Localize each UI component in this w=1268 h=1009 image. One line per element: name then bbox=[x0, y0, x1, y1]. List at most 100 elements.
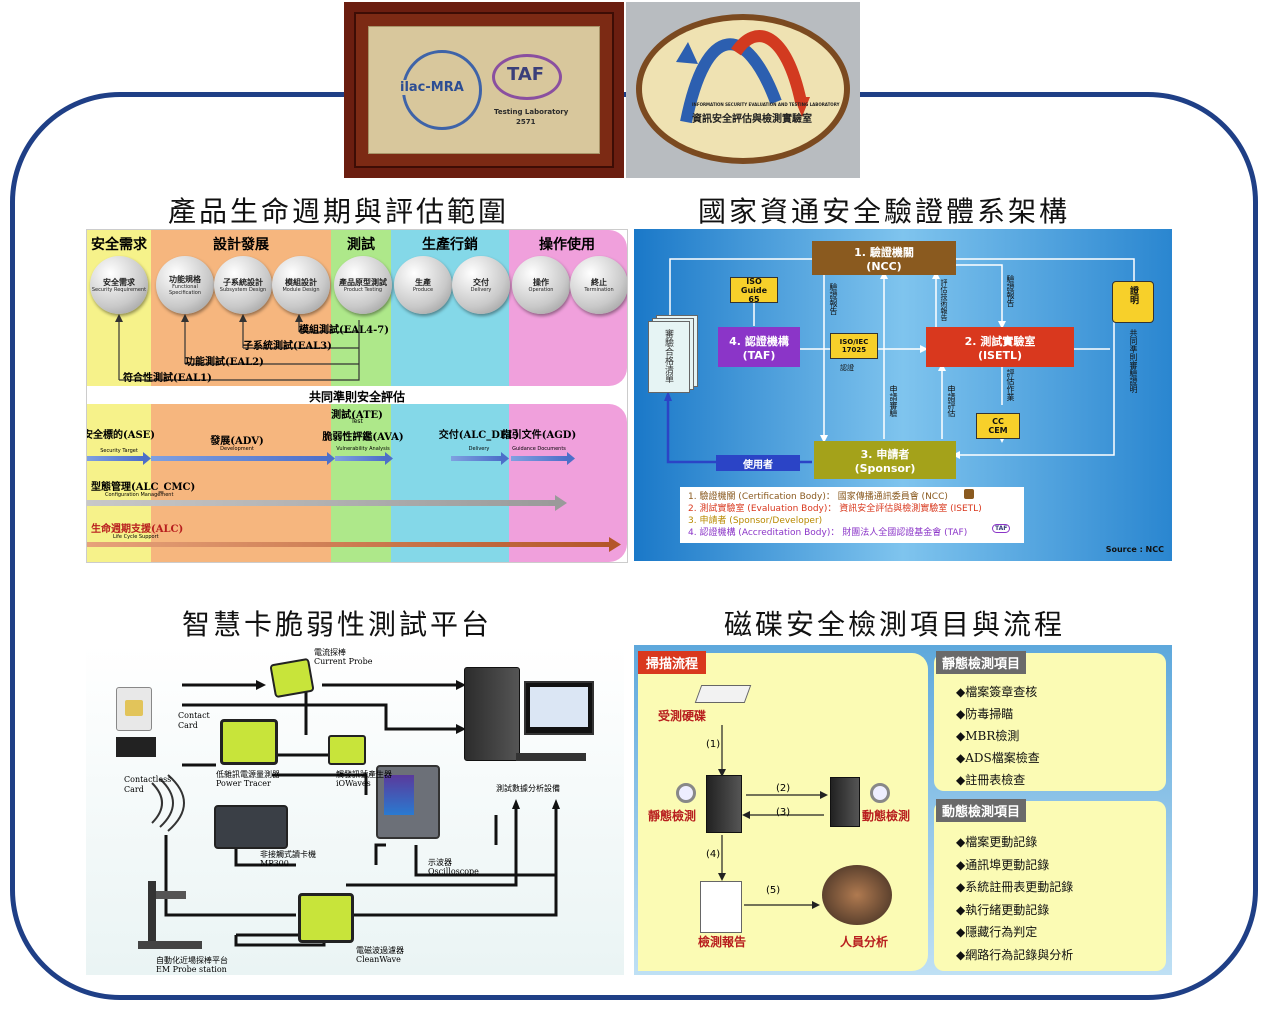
static-item: ◆ADS檔案檢查 bbox=[956, 751, 1040, 765]
contactless-label-1: Contactless bbox=[124, 775, 172, 784]
eal1-label: 符合性測試(EAL1) bbox=[123, 373, 212, 384]
static-item: ◆MBR檢測 bbox=[956, 729, 1020, 743]
ava-en: Vulnerability Analysis bbox=[336, 446, 390, 452]
label-eval-tech-report: 評估技術報告 bbox=[940, 279, 948, 321]
mp300-label-zh: 非接觸式讀卡機 bbox=[260, 850, 316, 859]
power-tracer-label-en: Power Tracer bbox=[216, 779, 271, 788]
desktop-icon bbox=[830, 777, 860, 827]
alc-cmc-label: 型態管理(ALC_CMC) bbox=[91, 482, 196, 493]
iowaves-label-en: iOWaves bbox=[336, 779, 371, 788]
dynamic-check-label: 動態檢測 bbox=[862, 809, 911, 823]
taf-logo bbox=[492, 54, 562, 100]
taf-box-en: (TAF) bbox=[742, 348, 776, 362]
static-item: ◆檔案簽章查核 bbox=[956, 685, 1038, 699]
ncc-architecture-title: 國家資通安全驗證體系架構 bbox=[698, 195, 1071, 228]
scan-flow-area bbox=[638, 653, 928, 971]
sponsor-box: 3. 申請者 (Sponsor) bbox=[814, 441, 956, 479]
cc-cem-text: CC CEM bbox=[988, 417, 1008, 435]
circle-label: 安全需求 bbox=[103, 277, 135, 287]
ase-en: Security Target bbox=[100, 448, 138, 454]
label-apply-review: 申請審驗 bbox=[889, 385, 898, 417]
current-probe-label-zh: 電流探棒 bbox=[314, 648, 346, 657]
contactless-label-2: Card bbox=[124, 785, 144, 794]
dynamic-items-title: 動態檢測項目 bbox=[936, 799, 1027, 822]
scroll-text: 證明 bbox=[1128, 286, 1138, 304]
step-2-label: (2) bbox=[776, 783, 791, 794]
phase-operation: 操作使用 bbox=[539, 237, 595, 253]
circle-label-en: Delivery bbox=[470, 286, 492, 293]
alc-del-label: 交付(ALC_DEL) bbox=[438, 430, 520, 441]
disk-flow-arrows bbox=[718, 725, 828, 909]
power-tracer-label-zh: 低雜訊電源量測器 bbox=[216, 770, 280, 779]
circle-label-en: Functional Specification bbox=[168, 283, 202, 296]
user-box: 使用者 bbox=[716, 455, 800, 471]
source-note: Source : NCC bbox=[1105, 545, 1164, 554]
alc-en: Life Cycle Support bbox=[113, 534, 159, 540]
lifecycle-title: 產品生命週期與評估範圍 bbox=[168, 195, 510, 228]
legend-box: 1. 驗證機關 (Certification Body)： 國家傳播通訊委員會 … bbox=[680, 487, 1024, 543]
analysis-equipment-label: 測試數據分析設備 bbox=[496, 784, 560, 793]
cert-list-text: 審驗合格清單 bbox=[663, 329, 673, 383]
label-accredit: 認證 bbox=[840, 364, 854, 372]
legend-line-2: 2. 測試實驗室 (Evaluation Body)： 資訊安全評估與檢測實驗室… bbox=[688, 504, 982, 514]
static-items-box bbox=[934, 653, 1166, 791]
current-probe-label-en: Current Probe bbox=[314, 657, 373, 666]
mp300-label-en: MP300 bbox=[260, 859, 289, 868]
dynamic-item: ◆通訊埠更動記錄 bbox=[956, 857, 1050, 872]
legend-line-4: 4. 認證機構 (Accreditation Body)： 財團法人全國認證基金… bbox=[688, 528, 968, 538]
circle-label: 操作 bbox=[533, 277, 549, 287]
circle-label: 產品原型測試 bbox=[339, 277, 387, 287]
keyboard-icon bbox=[516, 753, 586, 761]
dynamic-item: ◆系統註冊表更動記錄 bbox=[956, 880, 1074, 894]
sim-card-icon bbox=[116, 687, 152, 731]
magnifier-static-icon bbox=[676, 783, 696, 803]
ase-label: 安全標的(ASE) bbox=[86, 430, 156, 441]
ncc-architecture-panel: 1. 驗證機關 (NCC) 4. 認證機構 (TAF) 2. 測試實驗室 (IS… bbox=[634, 229, 1172, 561]
agd-label: 指引文件(AGD) bbox=[501, 430, 577, 441]
taf-certificate-plaque: ilac-MRA TAF Testing Laboratory 2571 bbox=[344, 2, 624, 178]
magnifier-dynamic-icon bbox=[870, 783, 890, 803]
contactless-waves-icon bbox=[151, 774, 185, 832]
ncc-flow-lines bbox=[664, 258, 1138, 464]
ncc-box: 1. 驗證機關 (NCC) bbox=[812, 241, 956, 275]
isetl-box: 2. 測試實驗室 (ISETL) bbox=[926, 327, 1074, 367]
iso65-box: ISO Guide 65 bbox=[730, 277, 778, 304]
circle-label: 交付 bbox=[473, 277, 489, 287]
circle-label-en: Operation bbox=[528, 286, 554, 293]
static-item: ◆防毒掃瞄 bbox=[956, 707, 1014, 721]
circle-label: 模組設計 bbox=[285, 277, 317, 287]
isetl-box-en: (ISETL) bbox=[977, 348, 1023, 362]
circle-label-en: Produce bbox=[412, 286, 434, 293]
analyst-label: 人員分析 bbox=[840, 935, 889, 949]
circle-label: 終止 bbox=[591, 277, 607, 287]
em-probe-station bbox=[138, 881, 202, 951]
static-items-title: 靜態檢測項目 bbox=[936, 651, 1027, 674]
agd-en: Guidance Documents bbox=[512, 446, 566, 452]
target-disk-label: 受測硬碟 bbox=[658, 709, 707, 723]
report-doc-icon bbox=[700, 881, 742, 933]
step-3-label: (3) bbox=[776, 807, 791, 818]
ncc-box-en: (NCC) bbox=[866, 259, 902, 273]
adv-label: 發展(ADV) bbox=[210, 436, 264, 447]
ava-label: 脆弱性評鑑(AVA) bbox=[322, 432, 404, 443]
cleanwave-label-zh: 電磁波過濾器 bbox=[356, 946, 404, 955]
smartcard-panel: 電流探棒 Current Probe Contact Card Contactl… bbox=[86, 645, 624, 975]
circle-label-en: Module Design bbox=[282, 286, 320, 293]
cc-cem-box: CC CEM bbox=[976, 413, 1020, 439]
ilac-logo-text: ilac-MRA bbox=[400, 80, 464, 95]
step-4-label: (4) bbox=[706, 849, 721, 860]
label-verify-report: 驗證報告 bbox=[829, 283, 838, 315]
taf-mini-logo: TAF bbox=[992, 524, 1011, 533]
plaque-english-line: INFORMATION SECURITY EVALUATION AND TEST… bbox=[692, 102, 840, 107]
phase-design: 設計發展 bbox=[213, 237, 269, 253]
iso17025-text: ISO/IEC 17025 bbox=[839, 338, 869, 354]
eal4-7-label: 模組測試(EAL4-7) bbox=[299, 325, 389, 336]
sponsor-box-en: (Sponsor) bbox=[854, 461, 916, 475]
oscilloscope-device bbox=[376, 765, 440, 839]
mp300-reader bbox=[214, 805, 288, 849]
static-check-label: 靜態檢測 bbox=[648, 809, 697, 823]
em-probe-label-zh: 自動化近場探棒平台 bbox=[156, 956, 228, 965]
lab-number: 2571 bbox=[516, 118, 536, 126]
